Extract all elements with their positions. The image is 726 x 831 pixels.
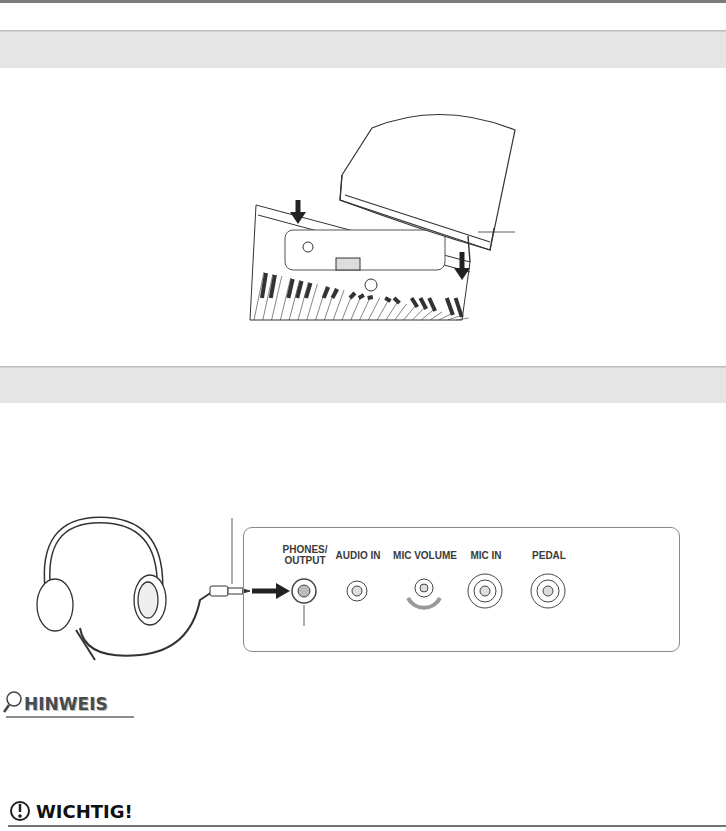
important-heading: WICHTIG! [36, 801, 133, 822]
jack-label: MIC IN [456, 550, 516, 561]
music-stand [290, 114, 515, 280]
jack-label: AUDIO IN [328, 550, 388, 561]
jack-label: PHONES/ OUTPUT [279, 544, 331, 566]
plug [210, 518, 250, 596]
jack-label: PEDAL [519, 550, 579, 561]
hint-icon [4, 692, 134, 717]
leader-line [304, 605, 305, 626]
section-bar [0, 30, 726, 68]
top-rule [0, 0, 726, 3]
hint-heading: HINWEIS [24, 694, 108, 714]
leader-line [478, 232, 515, 233]
section-bar-edge [0, 366, 726, 368]
important-icon [8, 802, 726, 826]
jack-label: MIC VOLUME [385, 550, 465, 561]
leader-line [232, 518, 233, 584]
section-bar-edge [0, 30, 726, 32]
headphones [37, 520, 212, 660]
insert-arrow [252, 589, 278, 594]
section-bar [0, 366, 726, 403]
insert-arrowhead [276, 583, 290, 599]
jack-panel: PHONES/ OUTPUTAUDIO INMIC VOLUMEMIC INPE… [243, 527, 680, 652]
section-rule [8, 825, 726, 827]
jacks [292, 574, 565, 626]
